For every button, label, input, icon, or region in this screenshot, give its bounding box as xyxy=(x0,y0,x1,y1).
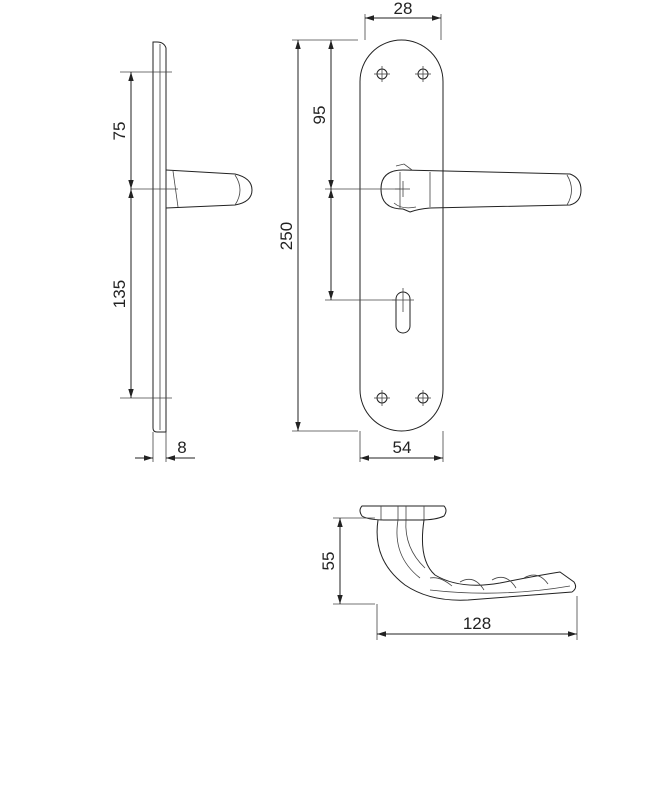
screw-top-left xyxy=(374,66,390,82)
screw-top-right xyxy=(415,66,431,82)
dim-label-54: 54 xyxy=(393,438,412,457)
front-lever xyxy=(380,163,582,213)
screw-bottom-left xyxy=(374,390,390,406)
side-lever xyxy=(165,169,253,209)
keyhole xyxy=(392,288,414,334)
side-plate xyxy=(152,41,167,433)
dim-label-8: 8 xyxy=(177,438,186,457)
dim-label-55: 55 xyxy=(319,552,338,571)
dim-label-135: 135 xyxy=(110,280,129,308)
dim-label-75: 75 xyxy=(110,122,129,141)
dim-label-28: 28 xyxy=(394,0,413,18)
dim-label-128: 128 xyxy=(463,614,491,633)
dim-label-95: 95 xyxy=(310,106,329,125)
top-lever xyxy=(376,519,577,601)
side-view: 75 135 8 xyxy=(110,41,253,462)
screw-bottom-right xyxy=(415,390,431,406)
front-view: 28 250 95 54 xyxy=(277,0,582,462)
front-plate xyxy=(359,39,444,432)
top-view: 55 128 xyxy=(319,505,578,640)
top-rosette xyxy=(359,505,447,521)
dim-label-250: 250 xyxy=(277,222,296,250)
